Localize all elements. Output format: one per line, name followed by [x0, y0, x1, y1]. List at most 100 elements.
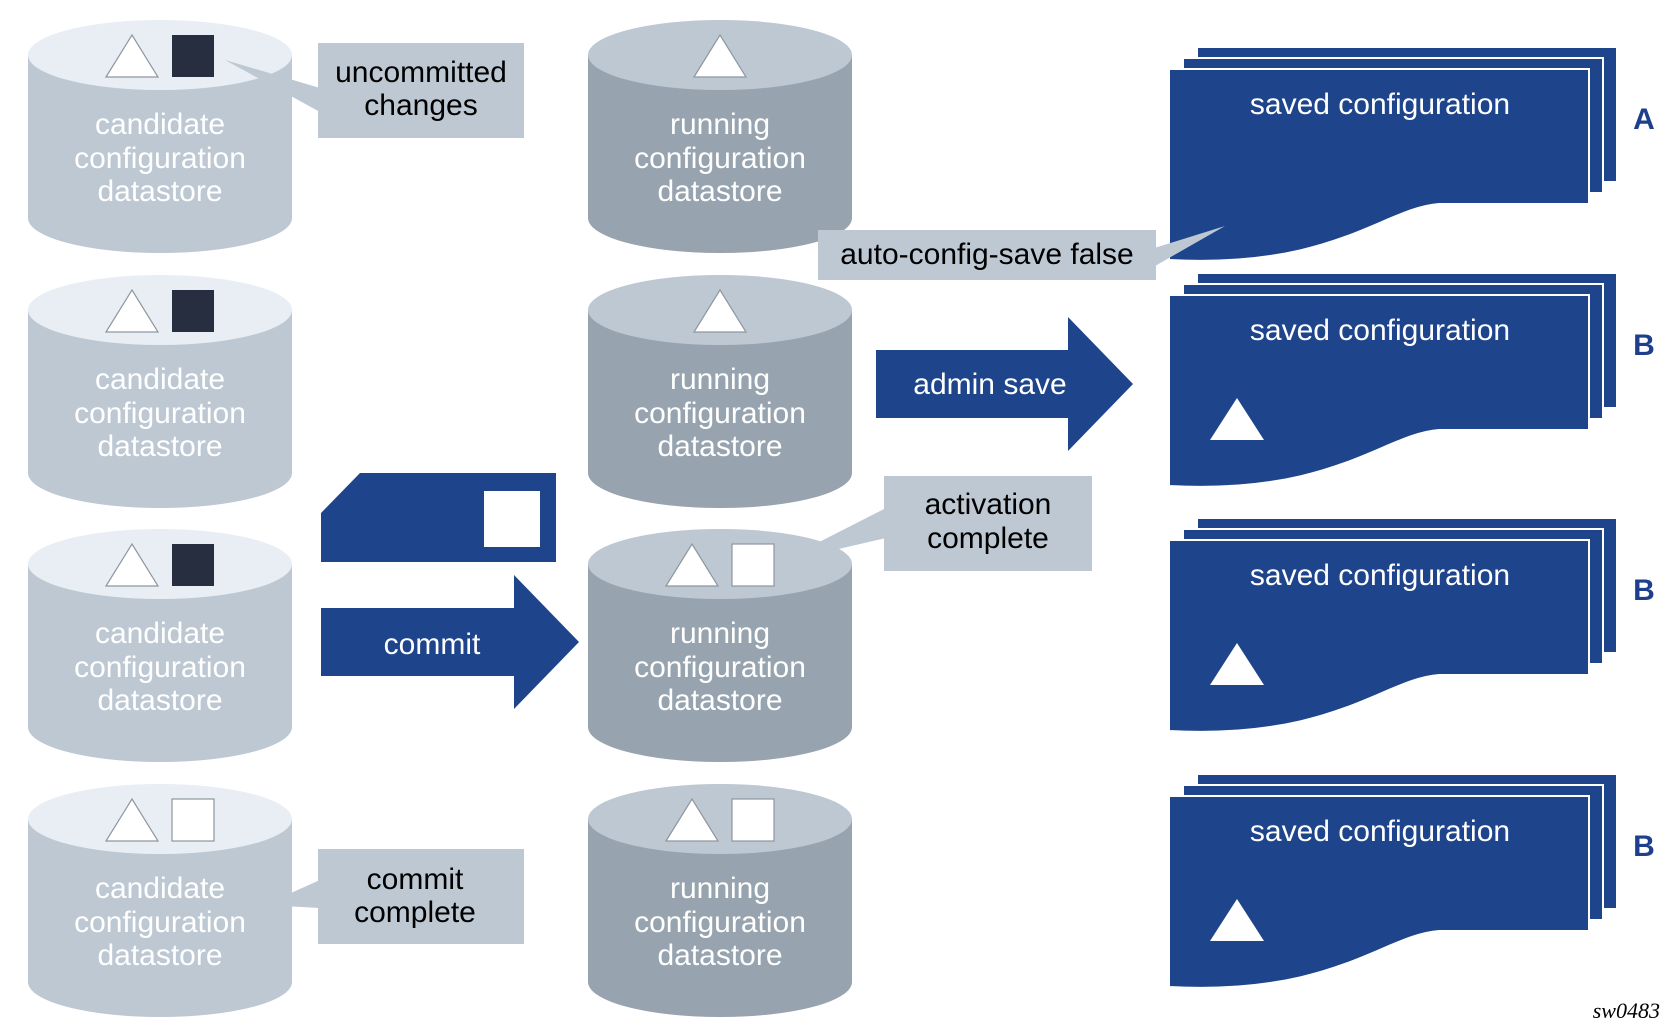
triangle-icon	[104, 797, 160, 842]
callout-text-line1: auto-config-save false	[840, 238, 1134, 271]
callout-activation-complete: activation complete	[778, 476, 1092, 571]
saved-configuration-stack: saved configuration B	[1168, 272, 1655, 488]
cylinder-body	[588, 310, 852, 508]
cylinder-top	[588, 529, 852, 599]
triangle-icon	[1210, 398, 1264, 440]
datastore-label-line2: configuration	[634, 651, 806, 684]
datastore-label-line1: running	[670, 617, 770, 650]
admin-save-arrow: admin save	[876, 317, 1133, 451]
triangle-icon	[104, 33, 160, 78]
datastore-label-line2: configuration	[634, 142, 806, 175]
saved-configuration-stack: saved configuration A	[1168, 46, 1655, 262]
datastores: candidateconfigurationdatastorerunningco…	[28, 20, 852, 1017]
arrow-icon	[876, 317, 1133, 451]
filled-square-icon	[172, 290, 214, 332]
triangle-icon	[104, 288, 160, 333]
datastore-label-line3: datastore	[657, 430, 782, 463]
datastore-label-line2: configuration	[74, 651, 246, 684]
cylinder-body	[588, 819, 852, 1017]
datastore-label-line2: configuration	[74, 397, 246, 430]
datastore-label-line1: running	[670, 108, 770, 141]
saved-config-letter: B	[1633, 830, 1655, 863]
cylinder-top	[28, 275, 292, 345]
empty-square-icon	[731, 798, 775, 842]
callout-text-line1: commit	[367, 863, 464, 896]
datastore-label-line1: candidate	[95, 872, 225, 905]
triangle-icon	[1210, 899, 1264, 941]
callout-box	[818, 230, 1156, 280]
saved-config-label: saved configuration	[1250, 559, 1510, 592]
datastore-label-line1: candidate	[95, 363, 225, 396]
saved-config-letter: B	[1633, 329, 1655, 362]
callout-box	[884, 476, 1092, 571]
cylinder-body	[588, 55, 852, 253]
figure-reference: sw0483	[1593, 998, 1660, 1023]
sd-card-icon	[321, 473, 556, 562]
datastore-label-line2: configuration	[74, 142, 246, 175]
cylinder-top	[28, 784, 292, 854]
saved-config-letter: B	[1633, 574, 1655, 607]
saved-configuration-stack: saved configuration B	[1168, 517, 1655, 733]
datastore-label-line1: candidate	[95, 108, 225, 141]
triangle-icon	[1210, 643, 1264, 685]
saved-config-label: saved configuration	[1250, 88, 1510, 121]
document-front-page	[1168, 795, 1590, 989]
datastore-label-line1: candidate	[95, 617, 225, 650]
datastore-label-line3: datastore	[97, 430, 222, 463]
cylinder-top	[588, 784, 852, 854]
saved-configuration-stack: saved configuration B	[1168, 773, 1655, 989]
callout-pointer	[1148, 226, 1225, 270]
saved-config-label: saved configuration	[1250, 815, 1510, 848]
empty-square-icon	[731, 543, 775, 587]
callout-pointer	[225, 60, 320, 112]
callout-text-line1: uncommitted	[335, 56, 507, 89]
document-front-page	[1168, 539, 1590, 733]
callout-pointer	[264, 880, 320, 908]
callout-commit-complete: commit complete	[264, 849, 524, 944]
saved-config-letter: A	[1633, 103, 1655, 136]
cylinder-top	[28, 529, 292, 599]
callout-text-line2: changes	[364, 89, 477, 122]
triangle-icon	[664, 542, 720, 587]
arrow-icon	[321, 575, 579, 709]
cylinder-body	[588, 564, 852, 762]
datastore-label-line2: configuration	[74, 906, 246, 939]
triangle-icon	[692, 33, 748, 78]
datastore-label-line3: datastore	[97, 684, 222, 717]
callout-text-line2: complete	[927, 522, 1049, 555]
datastore-label-line3: datastore	[657, 175, 782, 208]
callout-auto-config-save: auto-config-save false	[818, 226, 1225, 280]
datastore-label-line3: datastore	[657, 684, 782, 717]
datastore-label-line3: datastore	[97, 175, 222, 208]
datastore-label-line3: datastore	[97, 939, 222, 972]
cylinder-body	[28, 564, 292, 762]
arrow-label: commit	[384, 628, 481, 661]
cylinder-body	[28, 819, 292, 1017]
triangle-icon	[104, 542, 160, 587]
callout-text-line2: complete	[354, 896, 476, 929]
datastore-label-line2: configuration	[634, 397, 806, 430]
arrow-label: admin save	[913, 368, 1066, 401]
empty-square-icon	[171, 798, 215, 842]
callout-pointer	[778, 508, 886, 563]
sd-card-window	[484, 491, 540, 547]
saved-config-label: saved configuration	[1250, 314, 1510, 347]
document-front-page	[1168, 294, 1590, 488]
filled-square-icon	[172, 544, 214, 586]
cylinder-body	[28, 310, 292, 508]
datastore-label-line1: running	[670, 363, 770, 396]
triangle-icon	[692, 288, 748, 333]
callout-box	[318, 849, 524, 944]
commit-arrow: commit	[321, 575, 579, 709]
triangle-icon	[664, 797, 720, 842]
datastore-label-line3: datastore	[657, 939, 782, 972]
